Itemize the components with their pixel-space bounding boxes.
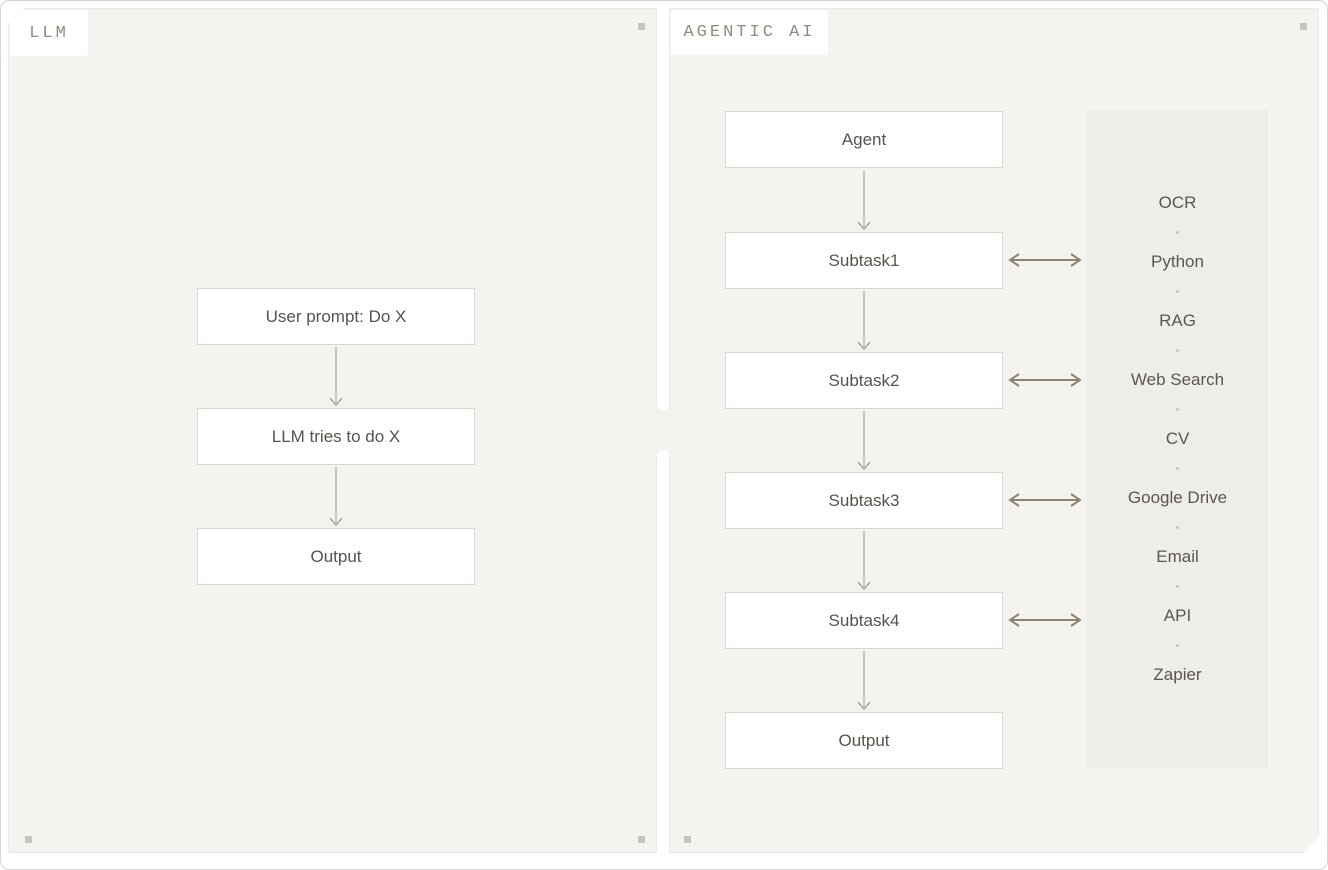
node-label: User prompt: Do X <box>265 306 407 326</box>
node-label: LLM tries to do X <box>271 426 401 446</box>
tool-zapier: Zapier <box>1153 665 1202 684</box>
node-label: Subtask3 <box>828 490 900 510</box>
corner-square <box>638 23 645 30</box>
dot-separator-icon <box>1176 349 1179 352</box>
arrow-down-icon <box>857 651 871 711</box>
corner-square <box>25 836 32 843</box>
corner-square <box>638 836 645 843</box>
llm-panel-title: LLM <box>10 10 88 56</box>
divider-cap-bottom <box>657 450 669 462</box>
corner-square <box>684 836 691 843</box>
node-label: Subtask4 <box>828 610 900 630</box>
arrow-left-right-icon <box>1008 253 1082 267</box>
dot-separator-icon <box>1176 585 1179 588</box>
tool-python: Python <box>1151 252 1204 271</box>
agentic-panel-title: AGENTIC AI <box>671 10 828 55</box>
dot-separator-icon <box>1176 526 1179 529</box>
arrow-left-right-icon <box>1008 493 1082 507</box>
dot-separator-icon <box>1176 231 1179 234</box>
arrow-left-right-icon <box>1008 613 1082 627</box>
dot-separator-icon <box>1176 408 1179 411</box>
node-llm-tries: LLM tries to do X <box>197 408 475 465</box>
node-subtask1: Subtask1 <box>725 232 1003 289</box>
node-label: Output <box>310 546 362 566</box>
arrow-down-icon <box>857 531 871 591</box>
dot-separator-icon <box>1176 290 1179 293</box>
node-agent-output: Output <box>725 712 1003 769</box>
arrow-down-icon <box>857 411 871 471</box>
arrow-down-icon <box>857 291 871 351</box>
node-label: Subtask1 <box>828 250 900 270</box>
arrow-down-icon <box>857 171 871 231</box>
dot-separator-icon <box>1176 467 1179 470</box>
node-agent: Agent <box>725 111 1003 168</box>
node-llm-output: Output <box>197 528 475 585</box>
tools-panel: OCR Python RAG Web Search CV Google Driv… <box>1087 110 1268 768</box>
arrow-left-right-icon <box>1008 373 1082 387</box>
tool-cv: CV <box>1165 429 1190 448</box>
corner-square <box>1300 23 1307 30</box>
divider-cap-top <box>657 398 669 410</box>
dot-separator-icon <box>1176 644 1179 647</box>
node-user-prompt: User prompt: Do X <box>197 288 475 345</box>
node-subtask2: Subtask2 <box>725 352 1003 409</box>
tool-email: Email <box>1156 547 1199 566</box>
panel-divider-bridge <box>650 404 678 456</box>
tool-ocr: OCR <box>1158 193 1197 212</box>
node-label: Subtask2 <box>828 370 900 390</box>
node-label: Output <box>838 730 890 750</box>
llm-panel-title-text: LLM <box>29 23 69 43</box>
tool-rag: RAG <box>1159 311 1196 330</box>
tool-api: API <box>1163 606 1192 625</box>
tool-google-drive: Google Drive <box>1127 488 1228 507</box>
agentic-panel-title-text: AGENTIC AI <box>683 23 816 42</box>
arrow-down-icon <box>329 347 343 407</box>
tool-web-search: Web Search <box>1130 370 1225 389</box>
node-subtask3: Subtask3 <box>725 472 1003 529</box>
node-label: Agent <box>841 129 887 149</box>
arrow-down-icon <box>329 467 343 527</box>
node-subtask4: Subtask4 <box>725 592 1003 649</box>
